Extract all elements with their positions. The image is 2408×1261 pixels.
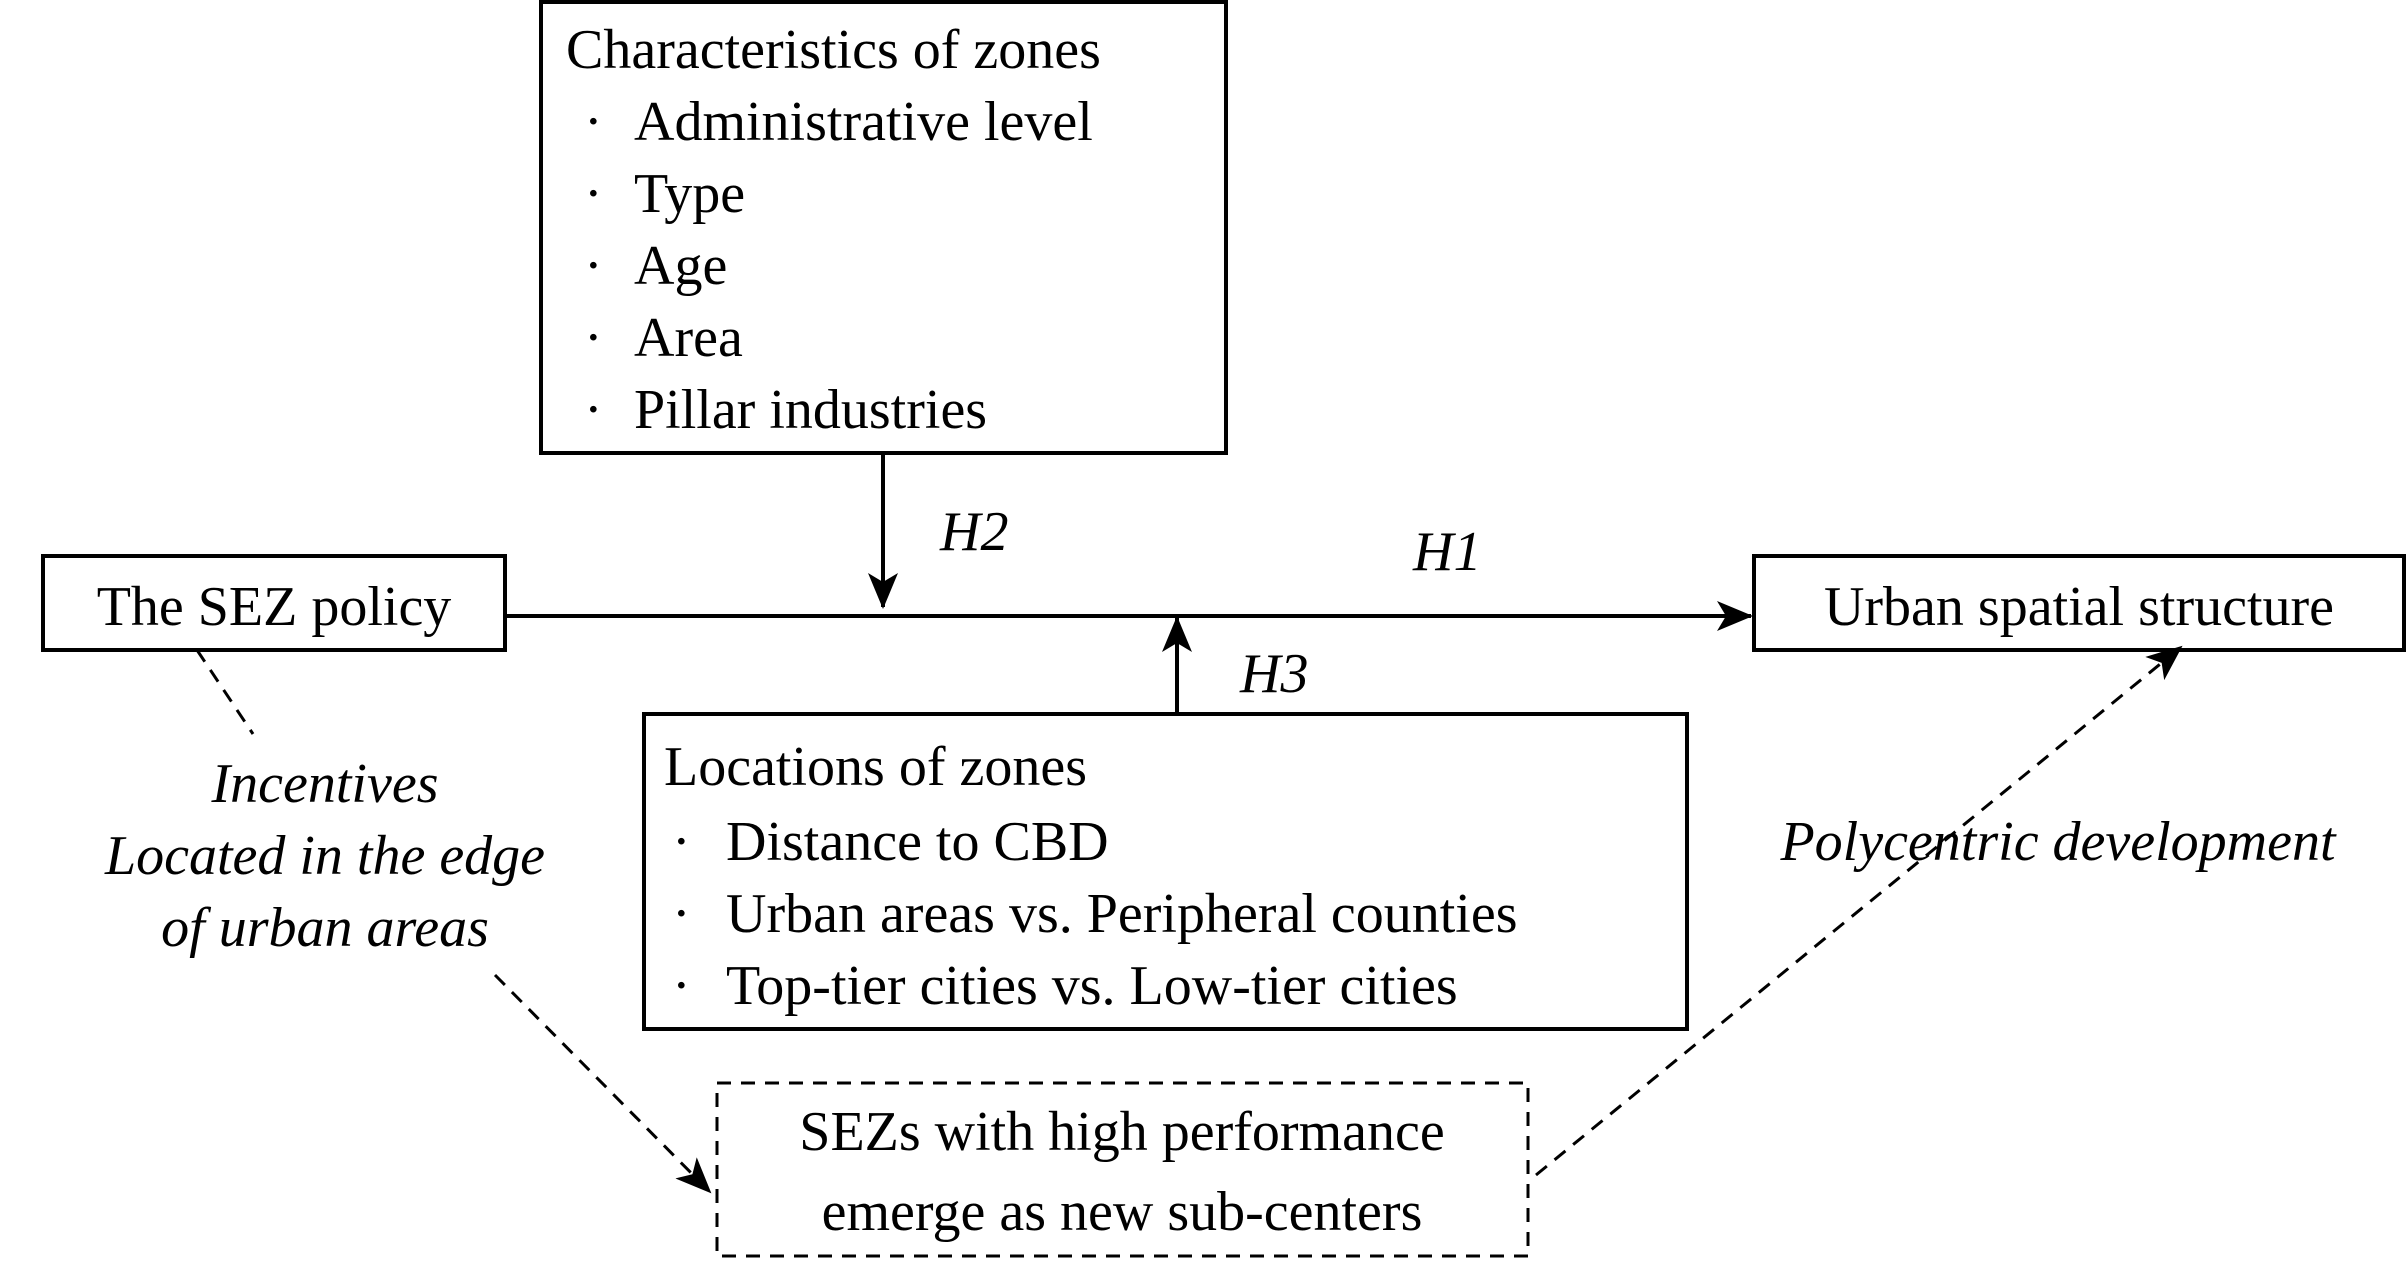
urban-structure-label: Urban spatial structure: [1824, 576, 2334, 638]
sez-policy-box: The SEZ policy: [41, 554, 507, 652]
bullet: ·: [672, 883, 691, 945]
characteristic-item: Type: [634, 163, 745, 225]
bullet: ·: [584, 235, 603, 297]
mechanism-incentives: Incentives: [211, 753, 439, 815]
bullet: ·: [584, 91, 603, 153]
dashed-connector: [195, 649, 255, 735]
urban-structure-box: Urban spatial structure: [1752, 554, 2406, 652]
bullet: ·: [584, 379, 603, 441]
h1-label: H1: [1412, 521, 1481, 583]
locations-title: Locations of zones: [664, 736, 1087, 798]
h2-label: H2: [939, 501, 1008, 563]
subcenters-box: SEZs with high performance emerge as new…: [715, 1081, 1530, 1258]
location-item: Urban areas vs. Peripheral counties: [726, 883, 1518, 945]
h3-label: H3: [1239, 643, 1308, 705]
dashed-arrow-to-urban: [1535, 645, 2183, 1177]
characteristics-box: Characteristics of zones · Administrativ…: [539, 0, 1228, 455]
location-item: Distance to CBD: [726, 811, 1109, 873]
mechanism-location: Located in the edge: [104, 825, 545, 887]
characteristic-item: Area: [634, 307, 743, 369]
bullet: ·: [584, 163, 603, 225]
bullet: ·: [672, 955, 691, 1017]
location-item: Top-tier cities vs. Low-tier cities: [726, 955, 1458, 1017]
characteristics-title: Characteristics of zones: [566, 19, 1101, 81]
subcenters-line2: emerge as new sub-centers: [822, 1181, 1423, 1243]
sez-policy-label: The SEZ policy: [97, 576, 452, 638]
characteristic-item: Pillar industries: [634, 379, 987, 441]
characteristic-item: Administrative level: [634, 91, 1093, 153]
dashed-arrow-to-subcenters: [493, 973, 712, 1194]
bullet: ·: [584, 307, 603, 369]
locations-box: Locations of zones · Distance to CBD · U…: [642, 712, 1689, 1031]
mechanism-polycentric: Polycentric development: [1779, 811, 2337, 873]
characteristic-item: Age: [634, 235, 727, 297]
mechanism-location-cont: of urban areas: [161, 897, 489, 959]
bullet: ·: [672, 811, 691, 873]
subcenters-line1: SEZs with high performance: [799, 1101, 1444, 1163]
